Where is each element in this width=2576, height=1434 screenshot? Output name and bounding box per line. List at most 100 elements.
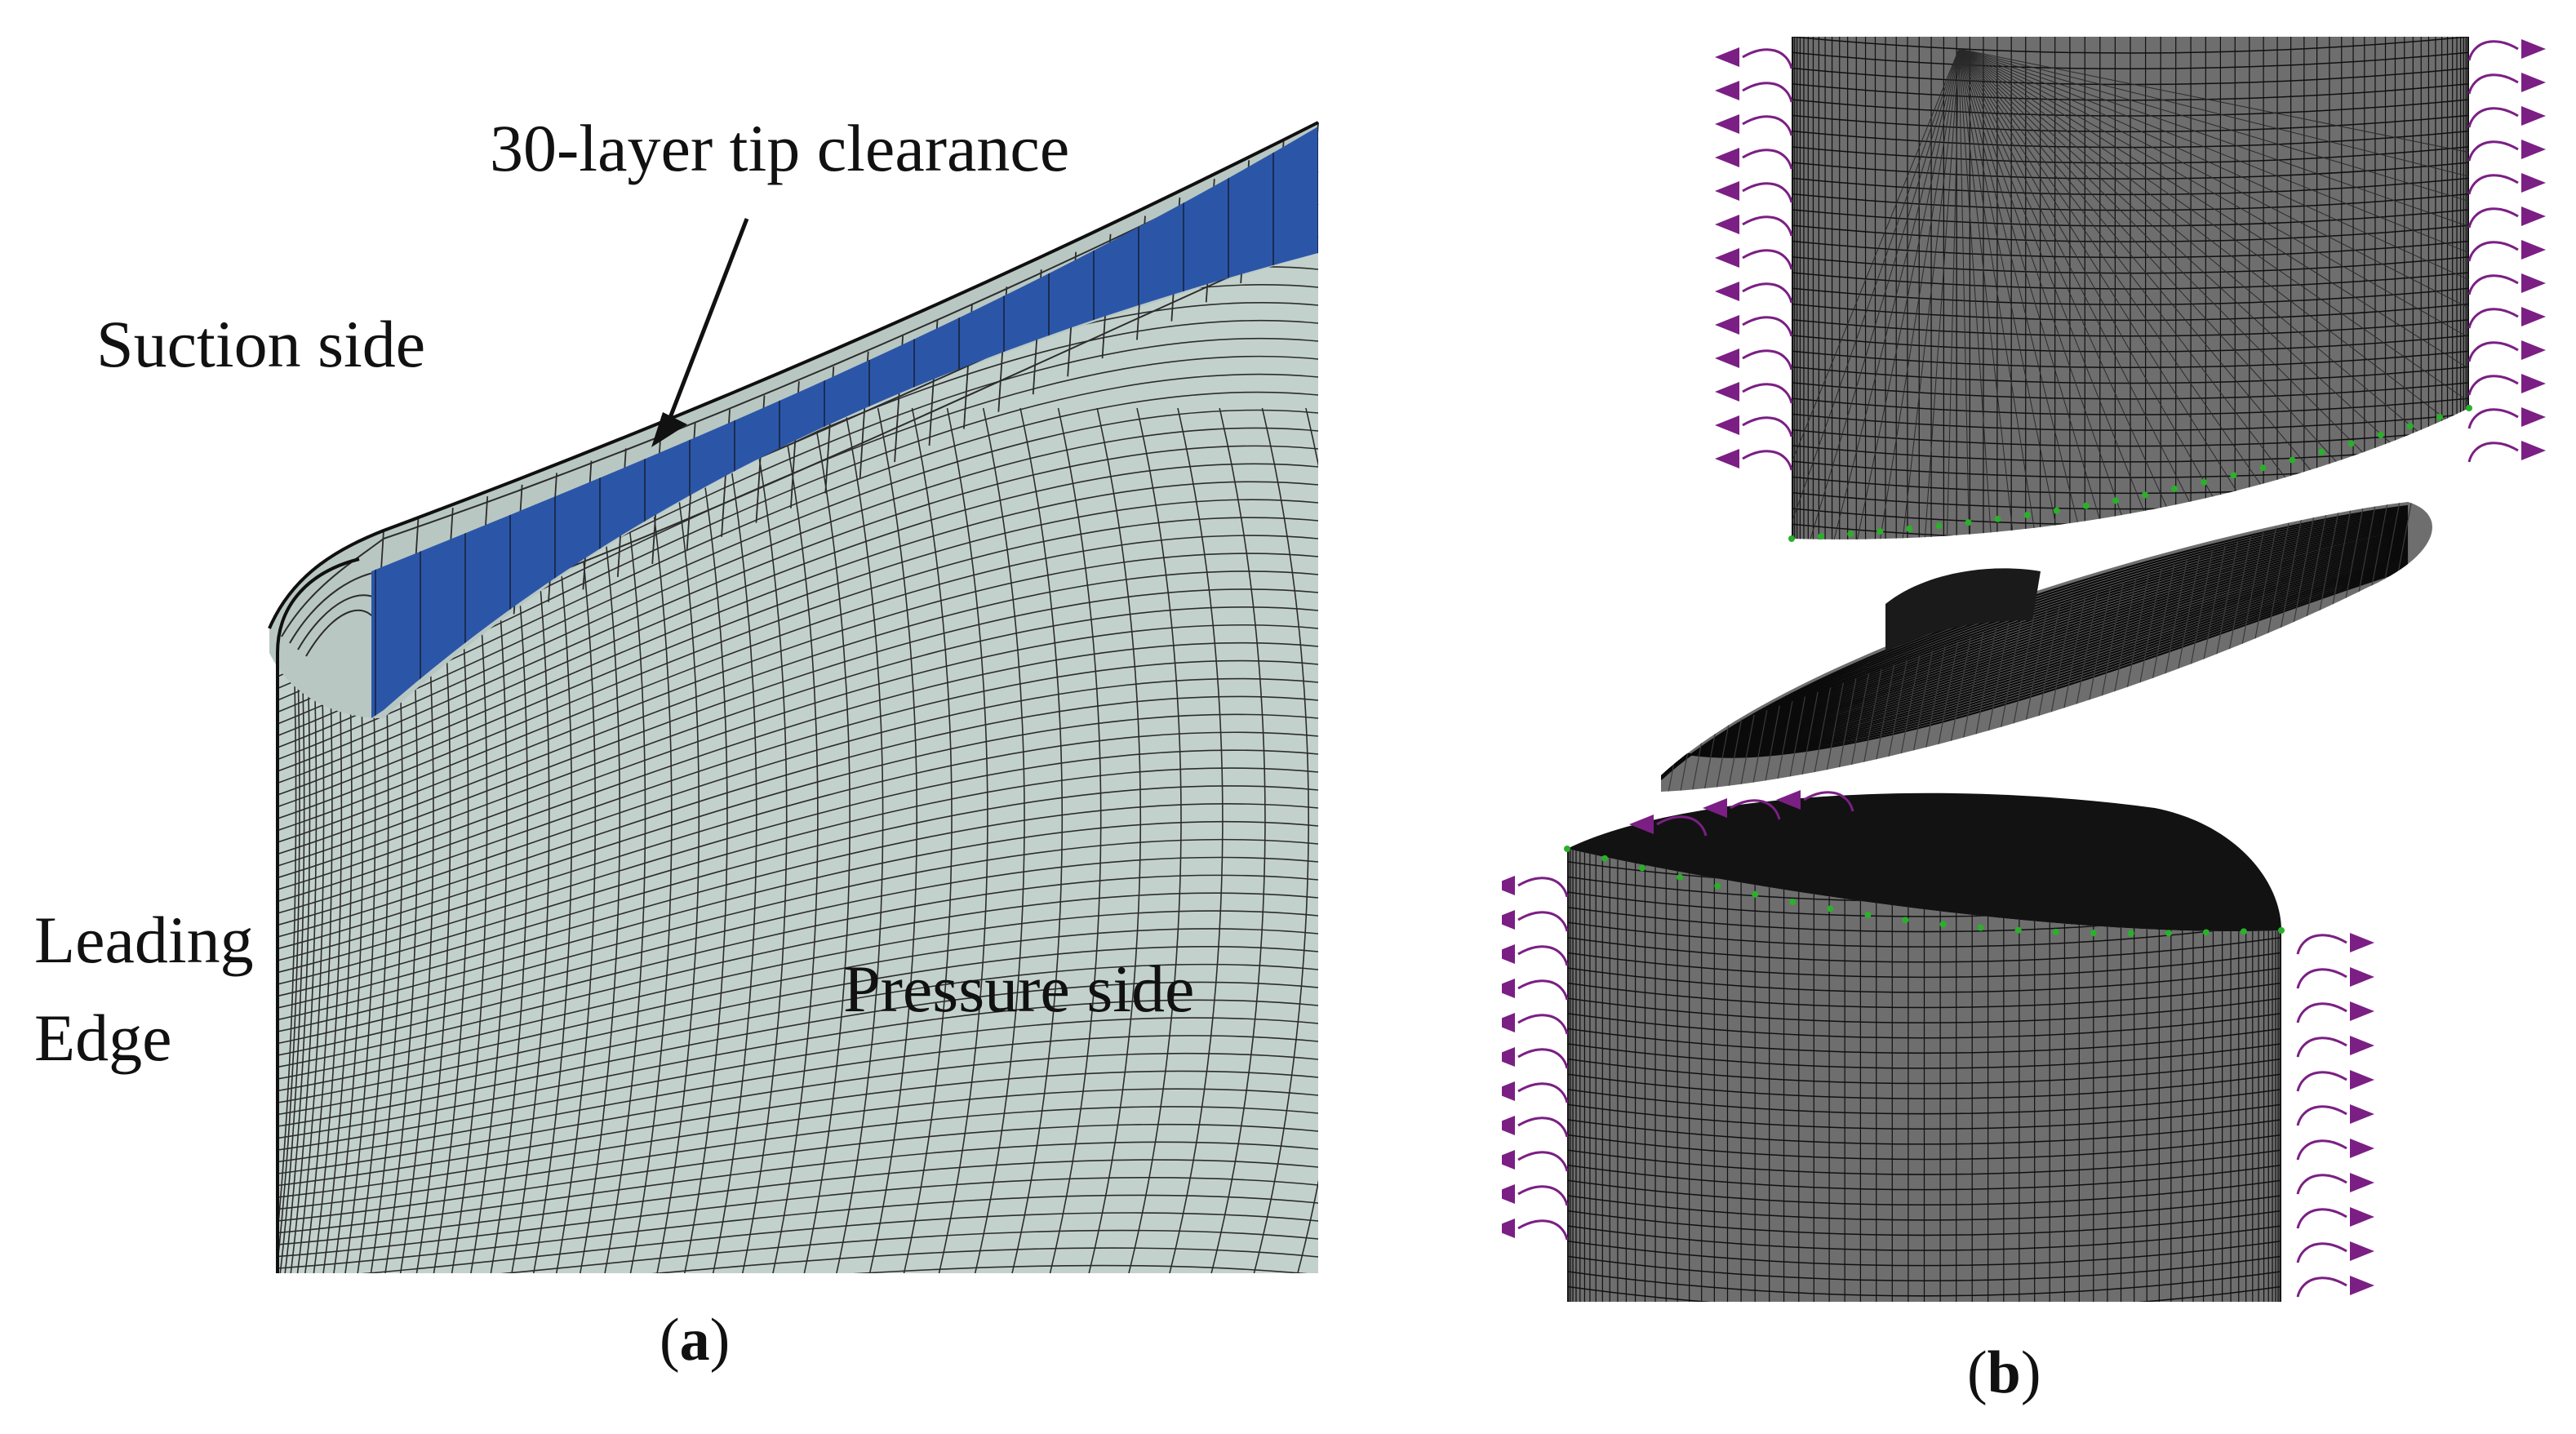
constraint-arrow-icon [1629, 815, 1708, 837]
node-marker [1847, 531, 1854, 538]
node-marker [1827, 905, 1834, 912]
node-marker [1677, 873, 1684, 881]
blade-fe-model-drawing [1502, 37, 2546, 1302]
constraint-arrow-icon [1715, 114, 1793, 136]
panel-b-sublabel: (b) [1967, 1339, 2041, 1408]
node-marker [2053, 507, 2060, 514]
constraint-arrow-icon [2467, 240, 2546, 262]
constraint-arrow-icon [1715, 81, 1793, 103]
node-marker [2127, 930, 2134, 937]
constraint-arrow-icon [1715, 47, 1793, 69]
constraint-arrow-icon [1502, 979, 1569, 1001]
constraint-arrow-icon [2467, 441, 2546, 463]
constraint-arrow-icon [2467, 374, 2546, 396]
constraint-arrow-icon [1502, 1047, 1569, 1069]
constraint-arrow-icon [2467, 173, 2546, 195]
panel-b-blade-fe-model: (b) [1502, 0, 2576, 1434]
constraint-arrow-icon [2296, 1036, 2374, 1058]
constraint-arrow-icon [2467, 140, 2546, 162]
constraint-arrow-icon [2296, 1139, 2374, 1161]
constraint-arrow-icon [1502, 876, 1569, 898]
node-marker [1788, 535, 1795, 542]
node-marker [2171, 485, 2178, 492]
tip-clearance-band [371, 127, 1318, 718]
leading-edge-label-line2: Edge [34, 1001, 172, 1075]
node-marker [2230, 472, 2237, 479]
constraint-arrow-icon [2467, 307, 2546, 329]
node-marker [2112, 497, 2119, 504]
node-marker [2289, 456, 2296, 464]
constraint-arrow-icon [1715, 148, 1793, 170]
constraint-arrow-icon [1502, 1081, 1569, 1103]
node-marker [2406, 423, 2414, 430]
sublabel-open-paren: ( [1967, 1339, 1988, 1406]
blade-outline [268, 121, 1319, 1273]
constraint-arrow-icon [1776, 790, 1854, 812]
node-marker [1864, 911, 1872, 918]
suction-side-label: Suction side [96, 307, 426, 381]
boundary-node-markers [1564, 405, 2472, 937]
airfoil-mesh [1661, 502, 2417, 792]
callout-arrow-line [660, 218, 749, 437]
node-marker [2436, 414, 2443, 421]
lower-blade-top-cap [1567, 792, 2281, 932]
node-marker [1977, 924, 1984, 931]
panel-a-blade-tip-mesh: 30-layer tip clearance Suction side Lead… [34, 111, 1319, 1375]
constraint-arrow-icon [1715, 248, 1793, 270]
blade-airfoil-section [1661, 502, 2432, 792]
constraint-arrow-icon [2296, 1276, 2374, 1298]
panel-a-sublabel: (a) [660, 1306, 730, 1375]
node-marker [1714, 882, 1721, 890]
constraint-arrow-icon [2467, 407, 2546, 429]
node-marker [2347, 440, 2355, 447]
lower-blade-section [1567, 792, 2281, 1302]
node-marker [1789, 899, 1797, 906]
node-marker [1818, 533, 1825, 540]
constraint-arrow-icon [1715, 282, 1793, 304]
tip-clearance-label: 30-layer tip clearance [490, 111, 1070, 185]
node-marker [1994, 515, 2001, 522]
constraint-arrow-icon [2296, 967, 2374, 989]
node-marker [1564, 846, 1570, 852]
constraint-arrow-icon [2296, 1241, 2374, 1263]
sublabel-letter: a [679, 1307, 710, 1374]
constraint-arrow-icon [1502, 1219, 1569, 1241]
sublabel-close-paren: ) [2020, 1339, 2041, 1406]
node-marker [1902, 917, 1909, 924]
leading-edge-label-line1: Leading [34, 903, 254, 977]
constraint-arrow-icon [2296, 1207, 2374, 1229]
constraint-arrow-icon [2467, 273, 2546, 295]
node-marker [1601, 855, 1609, 862]
node-marker [2278, 927, 2285, 934]
node-marker [1906, 525, 1913, 532]
node-marker [2377, 431, 2384, 438]
sublabel-close-paren: ) [709, 1307, 731, 1374]
constraint-arrow-icon [2467, 106, 2546, 128]
node-marker [2023, 511, 2031, 518]
node-marker [2240, 928, 2247, 935]
constraint-arrow-icon [1715, 215, 1793, 237]
blade-tip-mesh-drawing [268, 121, 1319, 1273]
pressure-side-label: Pressure side [843, 952, 1195, 1026]
constraint-arrow-icon [1502, 944, 1569, 966]
node-marker [2082, 502, 2090, 509]
constraint-arrow-icon [1502, 1013, 1569, 1035]
constraint-arrow-icon [2296, 933, 2374, 955]
constraint-arrow-icon [2296, 1104, 2374, 1126]
constraint-arrow-icon [2467, 39, 2546, 61]
node-marker [1639, 864, 1646, 872]
constraint-arrow-icon [1715, 449, 1793, 471]
constraint-arrow-icon [2296, 1001, 2374, 1023]
constraint-arrow-icon [1715, 415, 1793, 437]
constraint-arrow-icon [1715, 181, 1793, 203]
node-marker [1752, 890, 1759, 898]
upper-blade-mesh [1792, 37, 2469, 539]
constraint-arrow-icon [1715, 315, 1793, 337]
node-marker [2090, 930, 2097, 937]
node-marker [2052, 928, 2059, 935]
node-marker [2142, 491, 2149, 499]
node-marker [2318, 448, 2325, 455]
sublabel-letter: b [1987, 1339, 2021, 1406]
constraint-arrow-icon [1715, 349, 1793, 371]
